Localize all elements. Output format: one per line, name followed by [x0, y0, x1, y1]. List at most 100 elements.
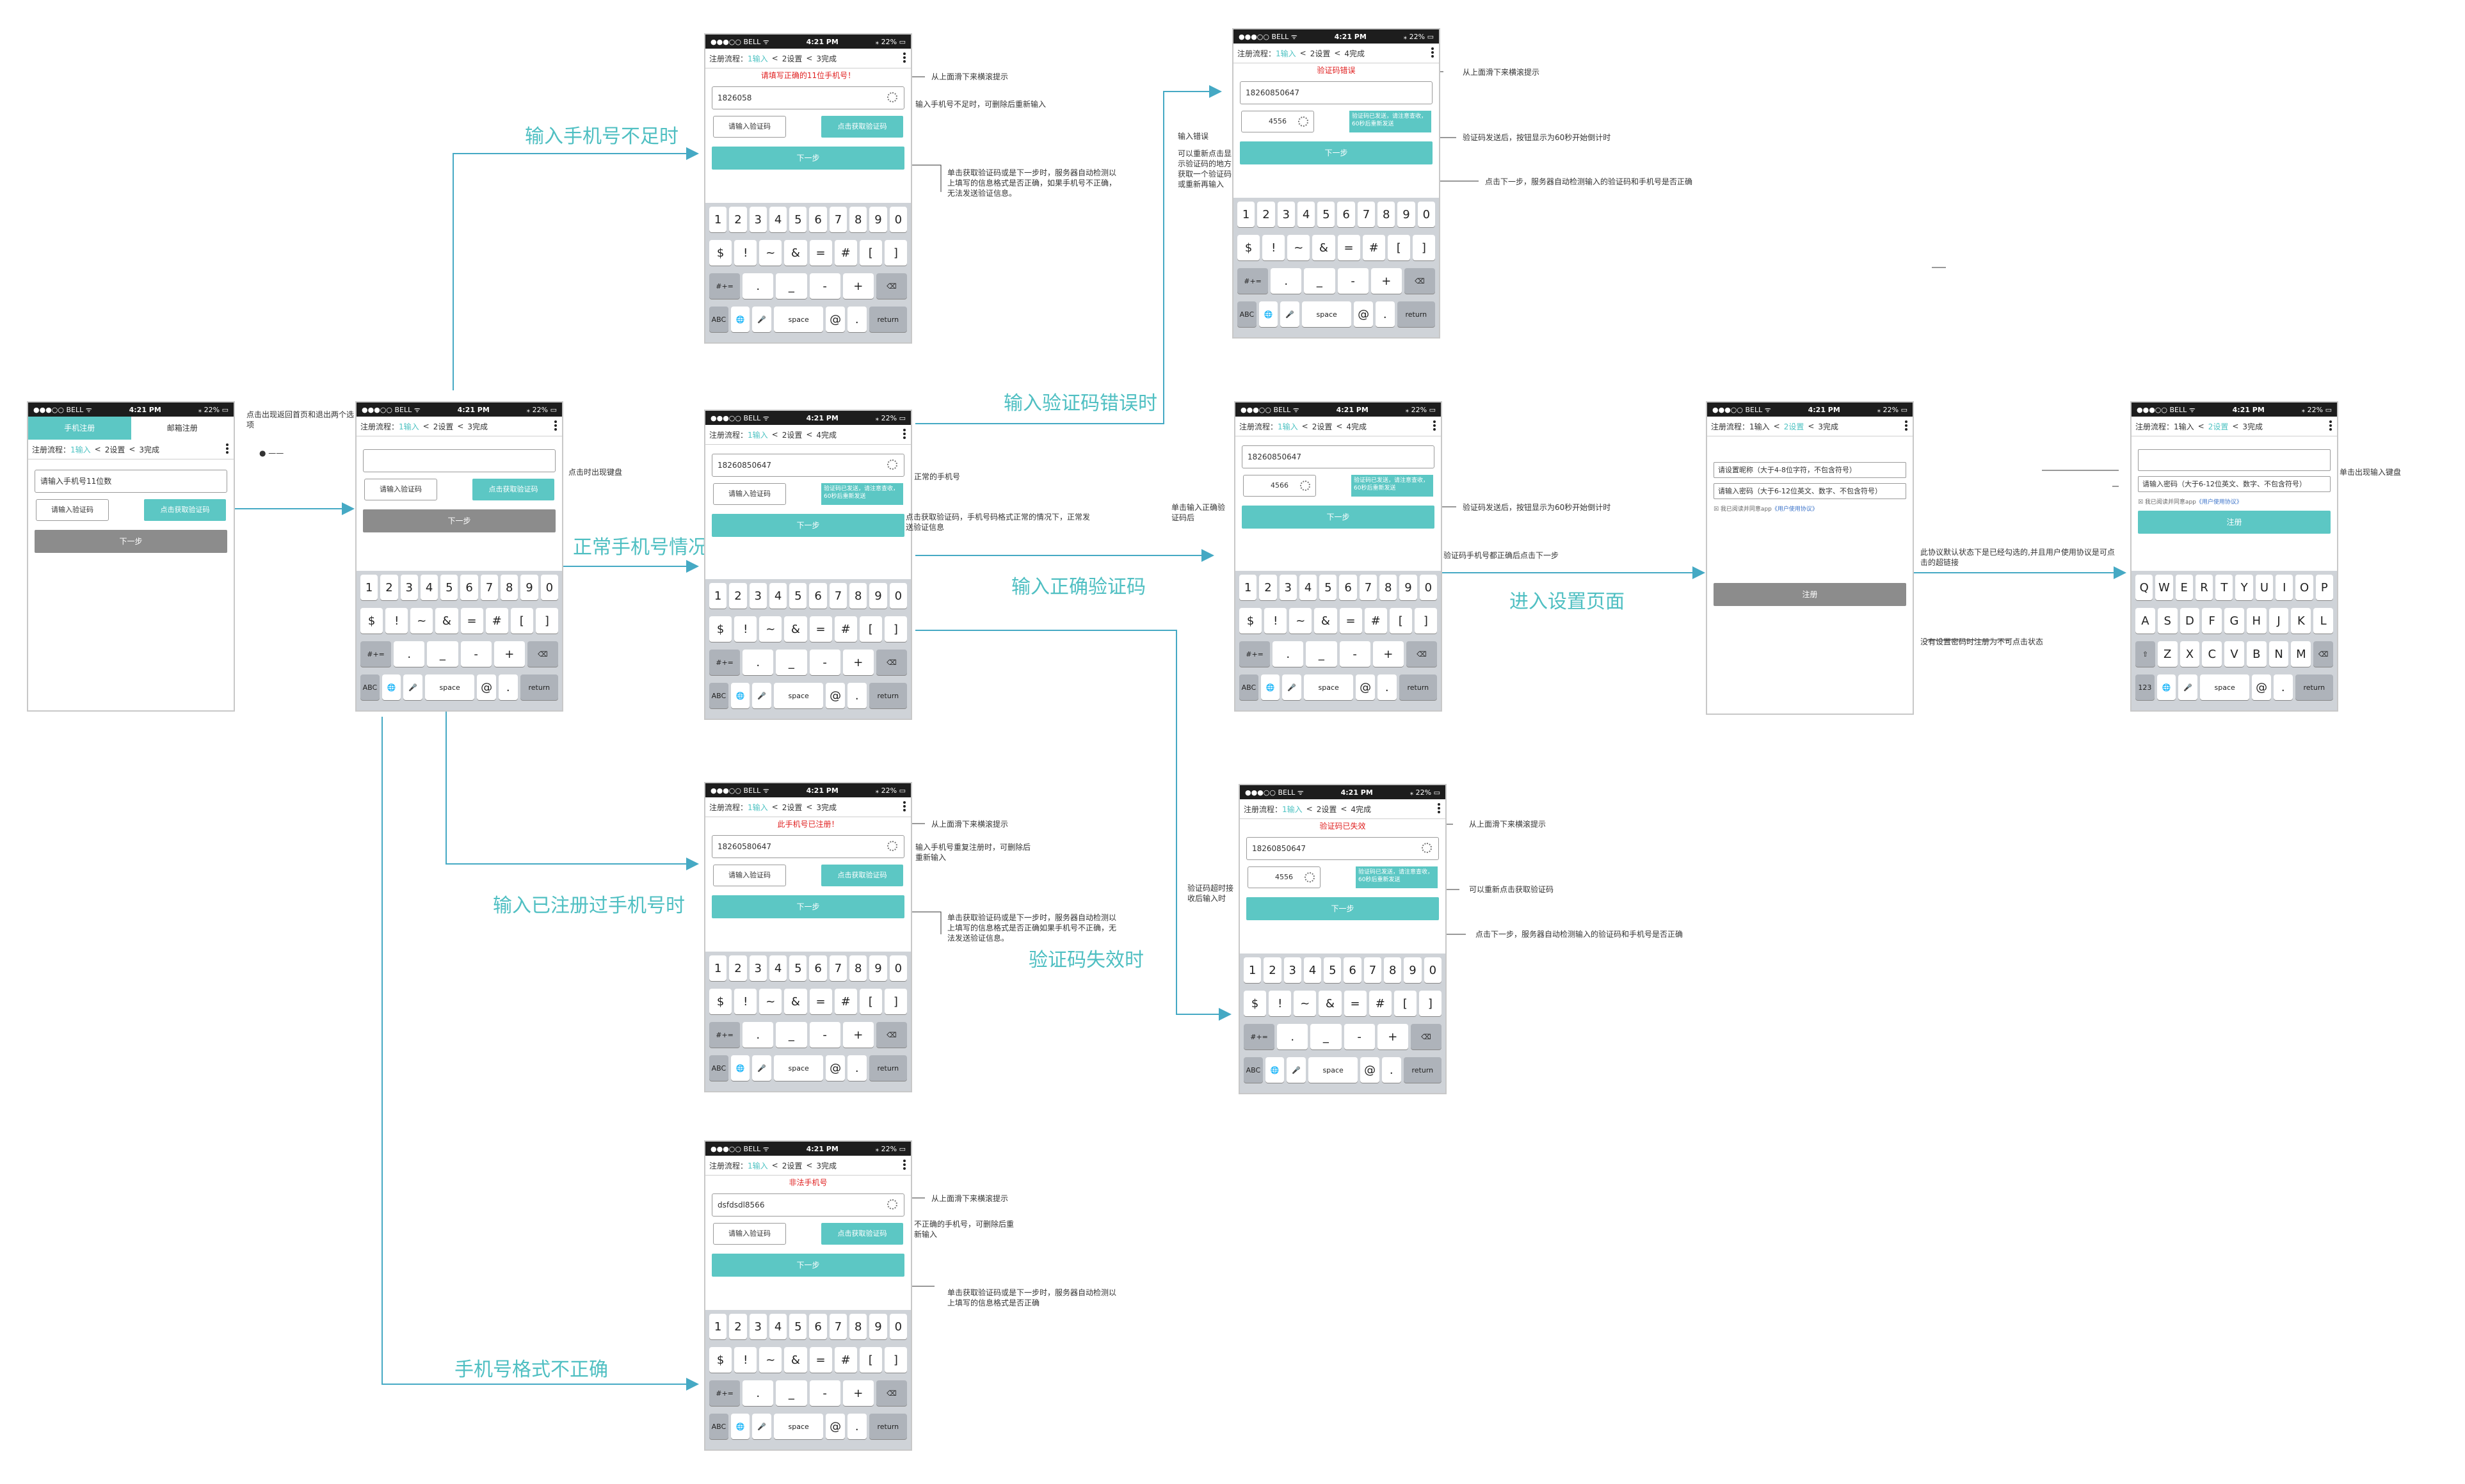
key[interactable]: +: [842, 1022, 874, 1048]
key[interactable]: #: [1364, 608, 1387, 634]
key[interactable]: !: [1264, 608, 1287, 634]
key[interactable]: 3: [749, 1314, 767, 1339]
key[interactable]: 3: [1279, 575, 1297, 600]
key[interactable]: #+=: [709, 650, 741, 675]
key[interactable]: R: [2195, 575, 2213, 600]
key[interactable]: 0: [1419, 575, 1437, 600]
key[interactable]: ~: [1287, 235, 1310, 260]
key[interactable]: &: [1312, 235, 1335, 260]
key[interactable]: _: [1310, 1024, 1342, 1049]
key[interactable]: =: [809, 616, 832, 642]
more-icon[interactable]: [1431, 47, 1434, 59]
key[interactable]: 7: [1363, 957, 1382, 983]
key[interactable]: &: [784, 989, 807, 1014]
key[interactable]: Q: [2135, 575, 2153, 600]
key[interactable]: M: [2291, 641, 2311, 667]
key[interactable]: 7: [480, 575, 499, 600]
key[interactable]: T: [2215, 575, 2233, 600]
key[interactable]: 8: [849, 207, 867, 232]
next-button[interactable]: 下一步: [712, 514, 904, 537]
key[interactable]: K: [2291, 608, 2311, 634]
phone-input[interactable]: 1826058: [712, 86, 904, 109]
key[interactable]: -: [1339, 641, 1370, 667]
key[interactable]: 3: [749, 207, 767, 232]
key[interactable]: ]: [884, 616, 907, 642]
key[interactable]: !: [734, 240, 757, 266]
key[interactable]: X: [2180, 641, 2200, 667]
register-button[interactable]: 注册: [2138, 511, 2331, 534]
key[interactable]: 9: [869, 583, 887, 609]
key[interactable]: =: [1339, 608, 1362, 634]
phone-input[interactable]: 请输入手机号11位数: [35, 470, 227, 493]
key[interactable]: ~: [759, 1347, 782, 1373]
more-icon[interactable]: [1905, 420, 1907, 432]
key[interactable]: #+=: [709, 1022, 741, 1048]
password-input[interactable]: 请输入密码（大于6-12位英文、数字、不包含符号）: [2138, 476, 2331, 492]
agreement-checkbox[interactable]: ☒ 我已阅读并同意app《用户使用协议》: [1714, 506, 1818, 513]
key[interactable]: C: [2202, 641, 2222, 667]
key[interactable]: 4: [1297, 202, 1315, 227]
key[interactable]: 2: [1257, 202, 1275, 227]
key[interactable]: &: [784, 1347, 807, 1373]
key[interactable]: E: [2175, 575, 2193, 600]
key[interactable]: $: [709, 616, 732, 642]
key[interactable]: +: [1372, 641, 1404, 667]
key[interactable]: $: [709, 989, 732, 1014]
key[interactable]: 1: [709, 207, 727, 232]
key[interactable]: .: [743, 1022, 774, 1048]
key[interactable]: space: [774, 683, 824, 708]
key[interactable]: 2: [1259, 575, 1277, 600]
code-sent-button[interactable]: 验证码已发送，请注意查收，60秒后重新发送: [1351, 475, 1433, 497]
key[interactable]: 8: [849, 583, 867, 609]
key[interactable]: D: [2180, 608, 2200, 634]
key[interactable]: ⌫: [2313, 641, 2334, 667]
key[interactable]: 🌐: [381, 674, 401, 700]
key[interactable]: ~: [759, 240, 782, 266]
key[interactable]: 2: [729, 207, 747, 232]
key[interactable]: 8: [1377, 202, 1395, 227]
phone-input[interactable]: 18260850647: [1246, 837, 1439, 860]
key[interactable]: .: [743, 273, 774, 299]
key[interactable]: 3: [749, 583, 767, 609]
key[interactable]: P: [2315, 575, 2333, 600]
key[interactable]: #+=: [1244, 1024, 1275, 1049]
key[interactable]: 2: [729, 955, 747, 981]
key[interactable]: .: [743, 650, 774, 675]
key[interactable]: .: [1381, 1057, 1401, 1083]
key[interactable]: 3: [1277, 202, 1295, 227]
get-code-button[interactable]: 点击获取验证码: [472, 479, 554, 500]
key[interactable]: 🎤: [2178, 674, 2198, 700]
key[interactable]: .: [847, 1055, 867, 1081]
key[interactable]: @: [477, 674, 496, 700]
key[interactable]: ~: [410, 608, 433, 634]
key[interactable]: @: [826, 1414, 845, 1439]
next-button[interactable]: 下一步: [363, 509, 556, 532]
key[interactable]: _: [776, 1380, 807, 1406]
key[interactable]: space: [774, 307, 824, 332]
key[interactable]: 🎤: [752, 683, 772, 708]
key[interactable]: 7: [1359, 575, 1377, 600]
code-input[interactable]: 请输入验证码: [713, 116, 786, 138]
tab-mail-register[interactable]: 邮箱注册: [166, 424, 198, 433]
key[interactable]: $: [1239, 608, 1262, 634]
key[interactable]: ABC: [1237, 301, 1257, 327]
key[interactable]: !: [385, 608, 408, 634]
next-button[interactable]: 下一步: [712, 147, 904, 170]
key[interactable]: #: [834, 989, 857, 1014]
key[interactable]: N: [2268, 641, 2289, 667]
key[interactable]: @: [1356, 674, 1375, 700]
key[interactable]: 🎤: [403, 674, 423, 700]
key[interactable]: [: [859, 240, 882, 266]
key[interactable]: +: [842, 273, 874, 299]
key[interactable]: return: [869, 1055, 907, 1081]
next-button[interactable]: 下一步: [35, 530, 227, 553]
register-button[interactable]: 注册: [1714, 583, 1906, 606]
key[interactable]: space: [774, 1414, 824, 1439]
key[interactable]: 🌐: [1265, 1057, 1285, 1083]
key[interactable]: #: [834, 1347, 857, 1373]
key[interactable]: _: [1306, 641, 1337, 667]
key[interactable]: 8: [501, 575, 518, 600]
key[interactable]: space: [1308, 1057, 1358, 1083]
key[interactable]: !: [734, 989, 757, 1014]
key[interactable]: ABC: [709, 1055, 728, 1081]
